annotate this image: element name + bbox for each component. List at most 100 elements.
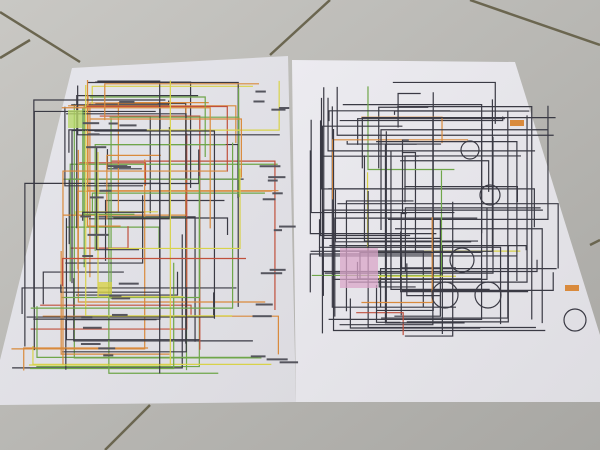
wire [95,216,196,342]
wire [86,80,121,227]
wire [378,278,416,288]
wire [94,130,216,319]
yellow-highlight-box [98,282,112,294]
wire [324,136,494,274]
wire [73,278,253,342]
label-text-mark [267,179,278,182]
wire [334,189,472,243]
wire [66,113,187,179]
wire [380,129,549,230]
wire [375,284,401,323]
wire [110,80,280,131]
wire [397,106,533,320]
wire [36,306,259,358]
wire [384,143,417,324]
label-text-mark [82,326,102,329]
label-text-mark [103,354,114,357]
wire [85,105,228,172]
wire [30,142,234,309]
wire [332,139,469,200]
label-text-mark [89,196,104,199]
wire [332,128,546,332]
wire [62,170,227,365]
wire [79,162,147,186]
wire [327,97,536,152]
wire [42,271,124,305]
label-text-mark [253,100,265,103]
wire [11,159,146,350]
label-text-mark [266,358,288,361]
label-text-mark [82,122,100,125]
orange-label-mark [510,120,524,126]
wire [77,85,280,136]
wire [318,219,518,257]
wire [319,120,411,237]
wire [76,95,199,229]
label-text-mark [98,347,116,350]
wire [60,284,160,293]
wire [109,116,240,198]
wire [376,141,518,282]
wire [361,217,433,304]
wire [408,244,443,335]
wire [361,117,556,169]
wire [392,81,496,124]
wire [397,92,421,128]
label-text-mark [252,315,272,318]
wire [96,148,140,251]
label-text-mark [255,90,266,93]
label-text-mark [250,355,266,358]
gauge-components [431,140,587,332]
label-text-mark [255,303,273,306]
wire [87,81,239,307]
pink-highlight-box [340,248,378,288]
wire [33,182,161,320]
wire [97,152,184,298]
wire [323,259,538,273]
wire [400,212,407,316]
wire [379,267,557,308]
label-text-mark [262,198,276,201]
wire [90,118,242,178]
wire [329,245,527,251]
wire [404,207,541,272]
wire [62,287,187,353]
wire [12,234,183,369]
wire [321,125,403,334]
wire [113,217,229,235]
label-text-mark [81,316,93,319]
label-text-mark [80,342,101,345]
wire [71,100,170,106]
wire [334,217,478,317]
label-text-mark [87,233,109,236]
label-text-mark [279,225,296,228]
wire [336,86,554,136]
label-text-mark [260,272,283,275]
label-text-mark [259,165,281,168]
wire [91,192,265,212]
wire [401,139,409,213]
wire [61,175,201,299]
label-text-mark [268,176,286,179]
wire [400,231,529,293]
wire [309,253,433,293]
wire [356,312,404,336]
wire [367,191,536,329]
label-text-mark [109,294,122,297]
wire [21,287,237,315]
label-text-mark [87,133,100,136]
right-diagram-sheet [292,60,600,402]
wire [357,118,505,145]
label-text-mark [113,165,131,168]
label-text-mark [271,108,286,111]
wire [108,184,219,374]
label-text-mark [80,215,92,218]
wire [69,163,278,282]
wire [64,106,144,187]
label-text-mark [111,297,131,300]
wire [33,99,166,308]
label-text-mark [118,282,139,285]
wire [24,182,159,347]
